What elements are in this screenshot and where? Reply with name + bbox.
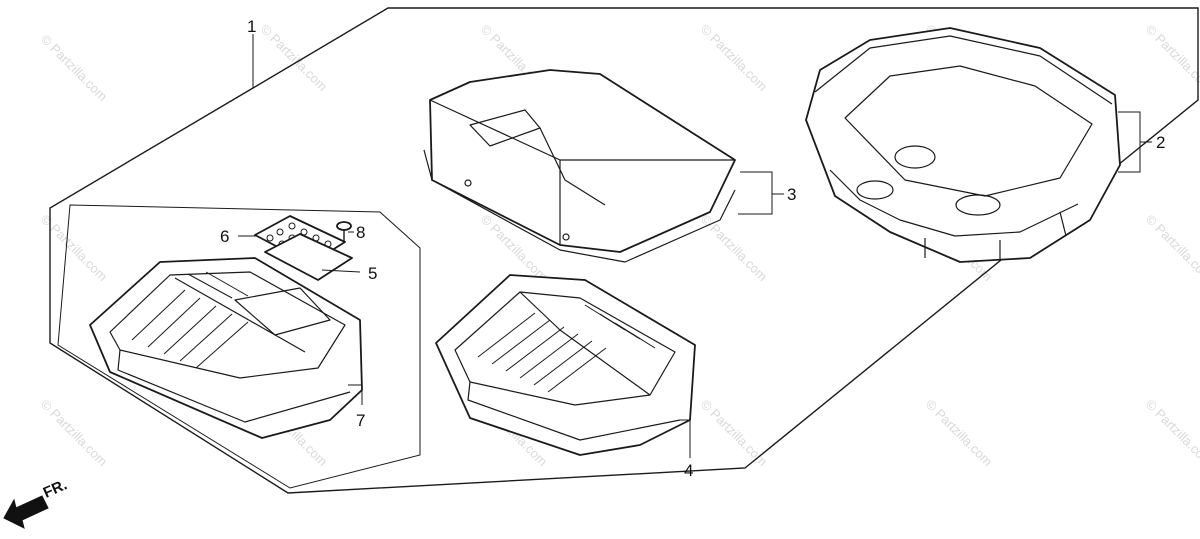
callout-8: 8 [356, 223, 365, 242]
watermark: © Partzilla.com [1143, 397, 1200, 470]
leader-lines [238, 34, 1152, 458]
element-left-pleats [131, 271, 249, 369]
air-cleaner-element-left [89, 257, 363, 439]
watermark: © Partzilla.com [698, 397, 771, 470]
callout-5: 5 [368, 264, 377, 283]
watermark: © Partzilla.com [1143, 22, 1200, 95]
watermark: © Partzilla.com [1143, 212, 1200, 285]
air-cleaner-cover [423, 69, 736, 263]
callout-labels: 1 2 3 4 5 6 7 8 [220, 17, 1165, 480]
air-cleaner-case [805, 27, 1121, 263]
assembly-boundary [49, 7, 1199, 494]
watermark: © Partzilla.com [923, 397, 996, 470]
watermark: © Partzilla.com [38, 397, 111, 470]
callout-2: 2 [1156, 133, 1165, 152]
watermark: © Partzilla.com [258, 22, 331, 95]
reed-valve-seal [264, 233, 353, 281]
subassembly-boundary [57, 204, 421, 489]
callout-4: 4 [684, 461, 693, 480]
air-cleaner-element [435, 274, 696, 456]
front-label: FR. [41, 476, 70, 501]
watermark: © Partzilla.com [698, 22, 771, 95]
callout-3: 3 [787, 185, 796, 204]
arrow-left-icon [3, 495, 49, 529]
watermark: © Partzilla.com [698, 212, 771, 285]
screw [336, 221, 352, 243]
watermark: © Partzilla.com [38, 32, 111, 105]
element-pleats [477, 304, 656, 393]
callout-6: 6 [220, 227, 229, 246]
watermark: © Partzilla.com [38, 212, 111, 285]
callout-1: 1 [247, 17, 256, 36]
front-direction-indicator: FR. [3, 476, 70, 529]
callout-7: 7 [356, 411, 365, 430]
